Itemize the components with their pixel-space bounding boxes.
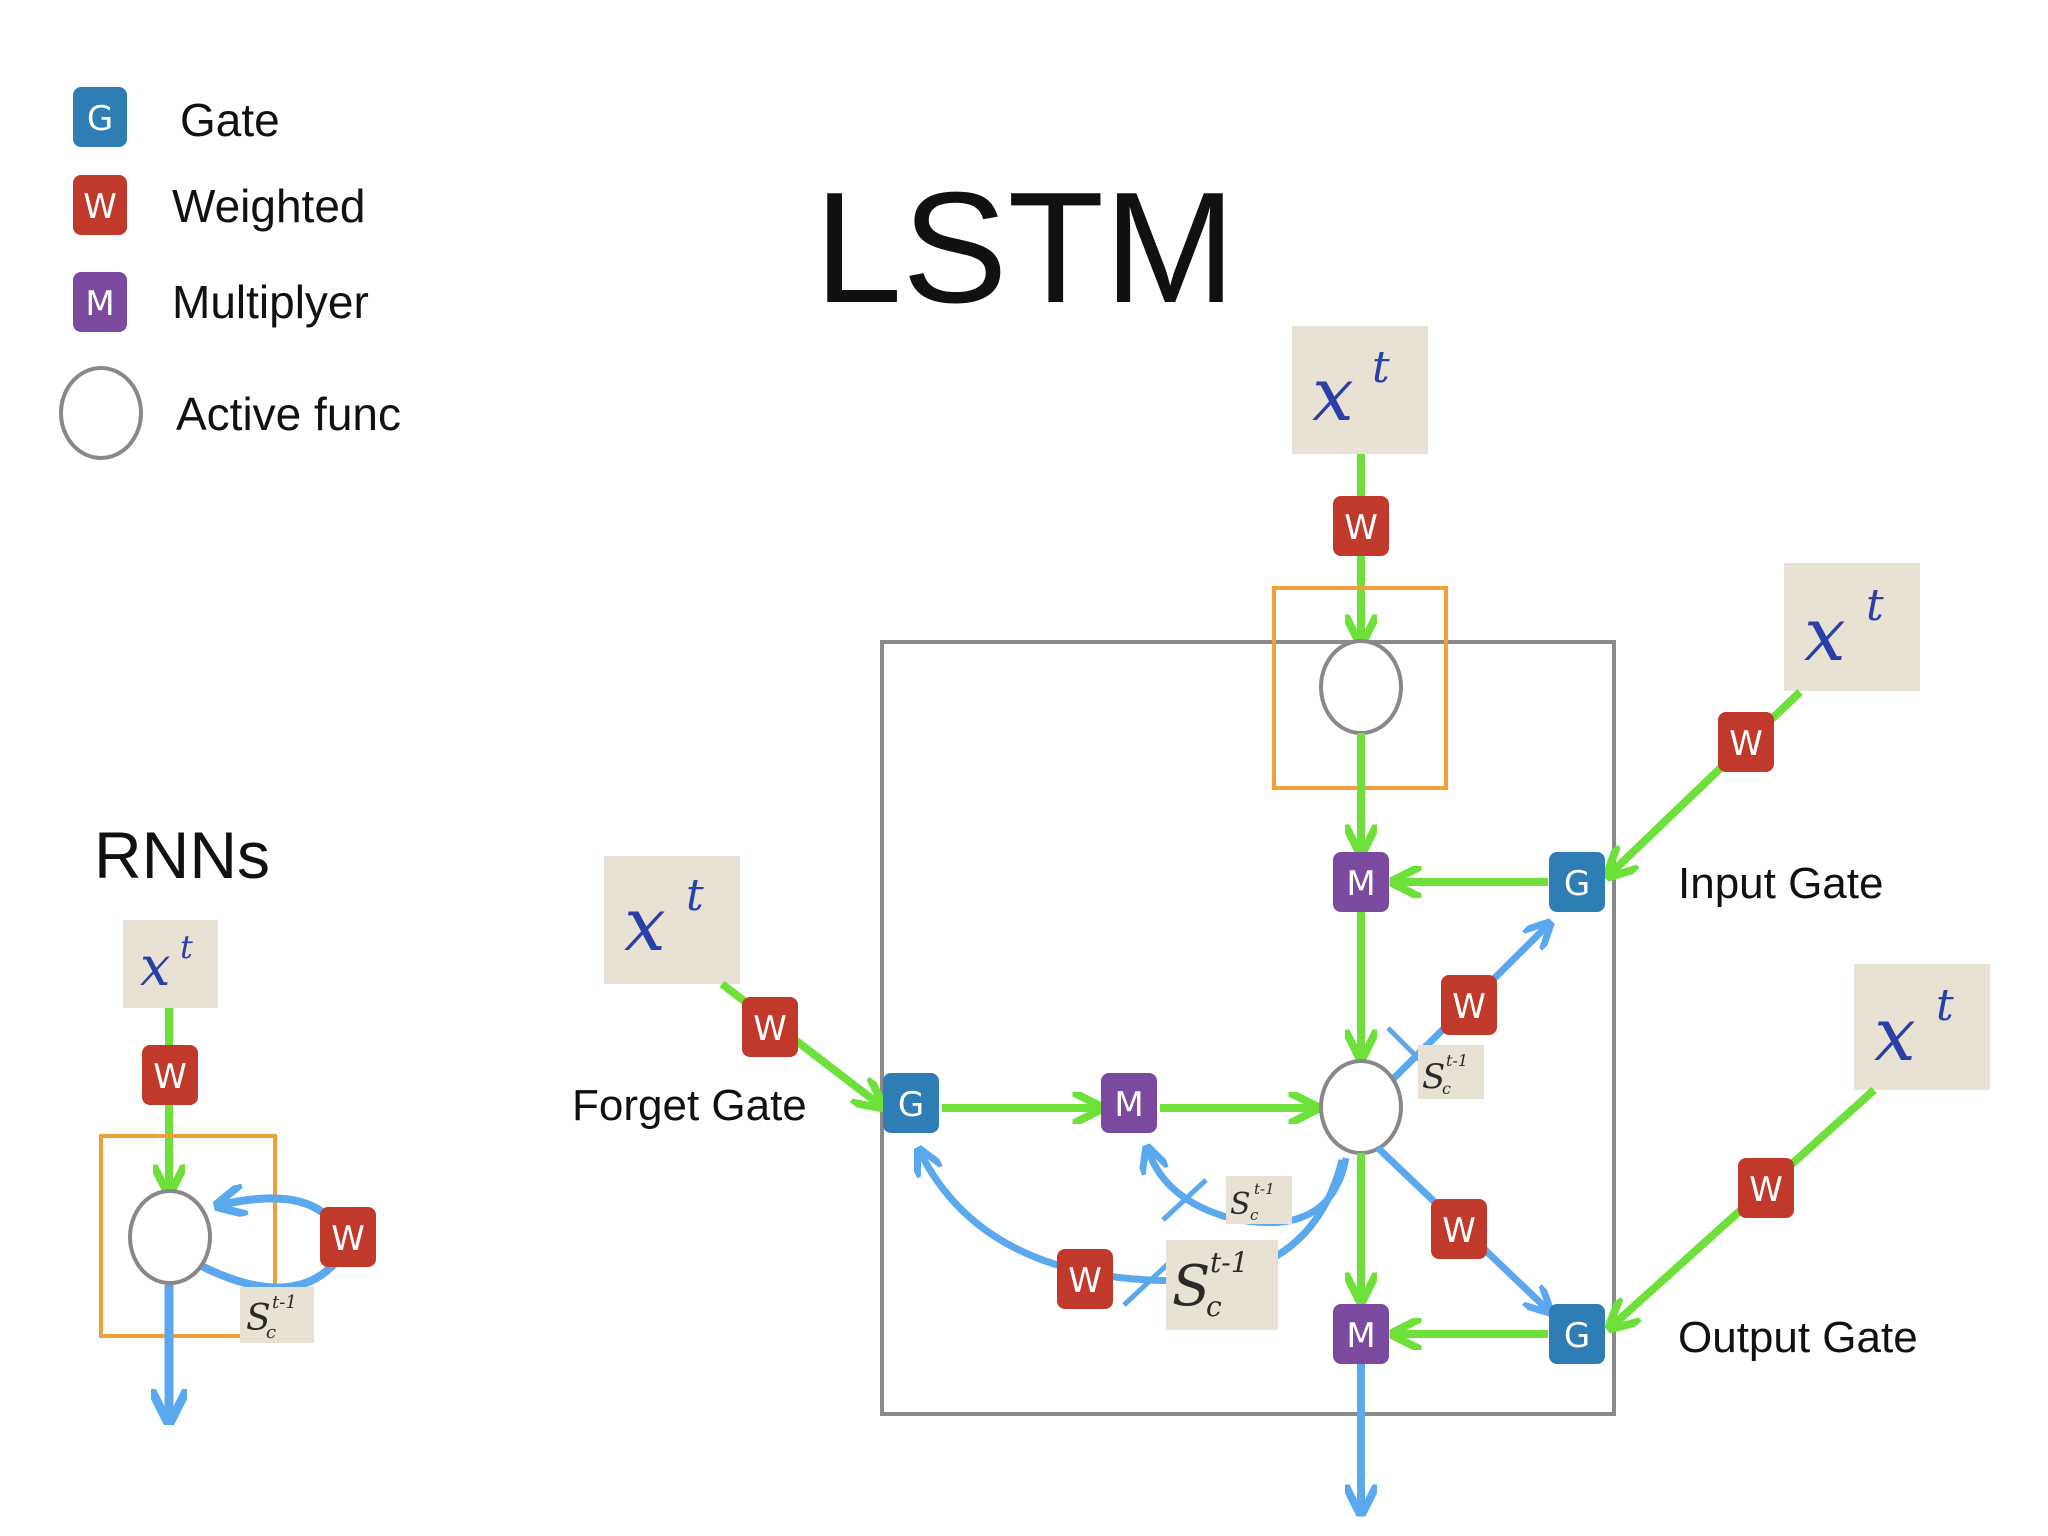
output-gate-weight: W [1738, 1158, 1794, 1218]
cell-core-activation [1319, 1059, 1403, 1155]
forget-gate-state: S t-1 c [1166, 1240, 1278, 1330]
rnn-input-base: x [140, 935, 170, 998]
input-gate-weight: W [1718, 712, 1774, 772]
state-to-forget-multiplier-cut [1161, 1178, 1208, 1222]
forget-gate: G [883, 1073, 939, 1133]
svg-text:G: G [1564, 1316, 1590, 1356]
svg-text:W: W [1452, 987, 1486, 1027]
legend-multiplier-glyph: M [85, 284, 114, 324]
svg-text:S: S [1422, 1057, 1445, 1097]
input-gate-label: Input Gate [1678, 859, 1883, 908]
legend: G Gate W Weighted M Multiplyer Active fu… [59, 87, 401, 460]
svg-text:G: G [1564, 864, 1590, 904]
legend-weighted-label: Weighted [172, 180, 366, 232]
state-to-forget-gate-cut [1122, 1260, 1172, 1307]
svg-text:W: W [1344, 508, 1378, 548]
peephole-input-weight: W [1441, 975, 1497, 1035]
svg-text:W: W [1729, 724, 1763, 764]
output-gate: G [1549, 1304, 1605, 1364]
svg-text:M: M [1346, 864, 1375, 904]
svg-text:G: G [898, 1085, 924, 1125]
rnn-weight-loop: W [320, 1207, 376, 1267]
rnn-weight-in: W [142, 1045, 198, 1105]
svg-text:t: t [686, 870, 704, 921]
forget-multiplier-state: S t-1 c [1226, 1176, 1292, 1224]
cell-boundary [880, 640, 1616, 1416]
input-gate: G [1549, 852, 1605, 912]
forget-gate-source: x t [604, 856, 740, 984]
svg-text:M: M [1114, 1085, 1143, 1125]
svg-text:x: x [1874, 992, 1916, 1078]
svg-text:W: W [331, 1219, 365, 1259]
legend-gate: G Gate [73, 87, 280, 147]
svg-text:t: t [1372, 342, 1390, 393]
cell-input-activation [1319, 639, 1403, 735]
forget-gate-weight: W [742, 997, 798, 1057]
svg-text:c: c [1206, 1290, 1222, 1323]
svg-text:x: x [1312, 352, 1354, 438]
peephole-input-cut [1386, 1026, 1422, 1062]
svg-text:t: t [1936, 980, 1954, 1031]
output-multiplier: M [1333, 1304, 1389, 1364]
page-title: LSTM [814, 160, 1235, 336]
legend-weighted: W Weighted [73, 175, 366, 235]
peephole-output-weight: W [1431, 1199, 1487, 1259]
svg-text:W: W [1068, 1261, 1102, 1301]
rnn-input-sup: t [180, 928, 193, 966]
svg-text:W: W [753, 1009, 787, 1049]
svg-text:c: c [266, 1322, 276, 1343]
legend-gate-label: Gate [180, 94, 280, 146]
svg-text:S: S [246, 1298, 271, 1339]
legend-gate-glyph: G [87, 99, 113, 139]
svg-text:c: c [1250, 1206, 1259, 1224]
legend-weighted-glyph: W [83, 187, 117, 227]
rnn-activation-node [128, 1189, 212, 1285]
output-gate-label: Output Gate [1678, 1313, 1918, 1362]
rnn-state-card: S t-1 c [240, 1287, 314, 1343]
legend-multiplier: M Multiplyer [73, 272, 369, 332]
svg-text:M: M [1346, 1316, 1375, 1356]
legend-active-func-label: Active func [176, 388, 401, 440]
svg-text:t-1: t-1 [272, 1292, 297, 1313]
svg-text:W: W [1749, 1170, 1783, 1210]
input-gate-source: x t [1784, 563, 1920, 691]
forget-multiplier: M [1101, 1073, 1157, 1133]
rnn-highlight-box [99, 1134, 277, 1338]
svg-text:c: c [1442, 1079, 1451, 1098]
peephole-input-state: S t-1 c [1418, 1045, 1484, 1099]
svg-text:x: x [1804, 592, 1846, 678]
svg-text:t-1: t-1 [1446, 1051, 1468, 1070]
state-to-forget-gate-weight: W [1057, 1249, 1113, 1309]
svg-text:W: W [153, 1057, 187, 1097]
input-multiplier: M [1333, 852, 1389, 912]
svg-text:W: W [1442, 1211, 1476, 1251]
legend-multiplier-label: Multiplyer [172, 276, 369, 328]
legend-active-func: Active func [59, 366, 401, 460]
svg-text:t-1: t-1 [1210, 1246, 1249, 1279]
lstm-cell: x t W M x t W [572, 326, 1990, 1510]
cell-input-weight: W [1333, 496, 1389, 556]
svg-text:S: S [1172, 1254, 1210, 1319]
output-gate-source: x t [1854, 964, 1990, 1090]
cell-input-card: x t [1292, 326, 1428, 454]
rnn-input-card: x t [123, 920, 218, 1008]
forget-gate-label: Forget Gate [572, 1081, 807, 1130]
svg-text:t-1: t-1 [1254, 1180, 1275, 1198]
svg-text:t: t [1866, 580, 1884, 631]
svg-text:S: S [1230, 1187, 1251, 1222]
svg-text:x: x [624, 882, 666, 968]
rnn-title: RNNs [94, 818, 270, 892]
rnn-diagram: RNNs x t W W S t-1 c [94, 818, 376, 1418]
